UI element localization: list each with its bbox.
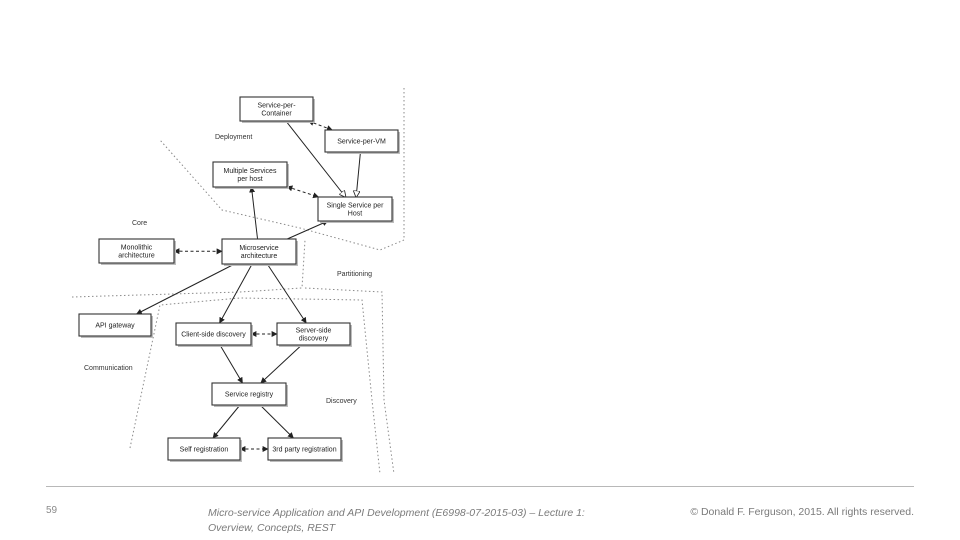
region-label-partitioning: Partitioning [337, 271, 372, 278]
node-box [98, 238, 175, 264]
node-box [211, 382, 287, 406]
node-service-per-container: Service-per-Container [239, 96, 315, 123]
slide-number: 59 [46, 505, 58, 516]
edge-service-per-vm-to-single-service-per-host [356, 151, 361, 197]
region-label-communication: Communication [84, 365, 133, 372]
node-api-gateway: API gateway [78, 313, 153, 338]
edge-service-per-container-to-single-service-per-host [285, 120, 346, 197]
node-label: Single Service per [327, 203, 384, 210]
node-label: 3rd party registration [272, 447, 336, 454]
node-label: Monolithic [121, 245, 153, 252]
edge-microservice-architecture-to-api-gateway [136, 263, 235, 315]
node-label: architecture [118, 253, 155, 260]
discovery-boundary [129, 297, 381, 475]
region-label-discovery: Discovery [326, 398, 357, 405]
edge-server-side-discovery-to-service-registry [260, 344, 303, 384]
node-box [167, 437, 241, 461]
footer-divider [46, 486, 914, 487]
node-label: Service-per- [257, 103, 296, 110]
edge-service-registry-to-self-registration [212, 404, 241, 439]
edge-service-per-container-to-service-per-vm [307, 120, 333, 131]
node-box [175, 322, 252, 346]
region-label-core: Core [132, 220, 147, 227]
node-label: Server-side [296, 328, 332, 335]
node-label: per host [237, 176, 262, 183]
region-boundaries [71, 88, 405, 475]
node-label: Multiple Services [224, 168, 277, 175]
edge-microservice-architecture-to-server-side-discovery [266, 263, 307, 324]
node-box [276, 322, 351, 346]
node-box [239, 96, 314, 122]
node-label: API gateway [95, 323, 135, 330]
node-label: Microservice [239, 245, 278, 252]
edge-service-registry-to-third-party-registration [259, 404, 294, 439]
node-label: Host [348, 211, 362, 218]
core-boundary [71, 239, 306, 298]
node-client-side-discovery: Client-side discovery [175, 322, 253, 347]
node-label: Service registry [225, 392, 274, 399]
edge-microservice-architecture-to-client-side-discovery [219, 263, 253, 324]
node-label: Self registration [180, 447, 229, 454]
node-service-registry: Service registry [211, 382, 288, 407]
node-box [317, 196, 393, 222]
node-third-party-registration: 3rd party registration [267, 437, 343, 462]
copyright-notice: © Donald F. Ferguson, 2015. All rights r… [690, 506, 914, 518]
region-label-deployment: Deployment [215, 134, 252, 141]
edge-microservice-architecture-to-multiple-services-per-host [249, 186, 259, 240]
node-label: architecture [241, 253, 278, 260]
node-box [78, 313, 152, 337]
node-box [267, 437, 342, 461]
node-box [324, 129, 399, 153]
node-label: Client-side discovery [181, 332, 246, 339]
node-label: Service-per-VM [337, 139, 386, 146]
node-label: Container [261, 111, 292, 118]
node-box [212, 161, 288, 188]
deployment-boundary [159, 88, 405, 251]
node-label: discovery [299, 336, 329, 343]
node-service-per-vm: Service-per-VM [324, 129, 400, 154]
course-title: Micro-service Application and API Develo… [208, 507, 585, 534]
edge-client-side-discovery-to-service-registry [219, 344, 243, 384]
edge-microservice-architecture-to-single-service-per-host [287, 220, 329, 240]
node-box [221, 238, 297, 265]
edge-multiple-services-per-host-to-single-service-per-host [286, 185, 320, 199]
node-self-registration: Self registration [167, 437, 242, 462]
